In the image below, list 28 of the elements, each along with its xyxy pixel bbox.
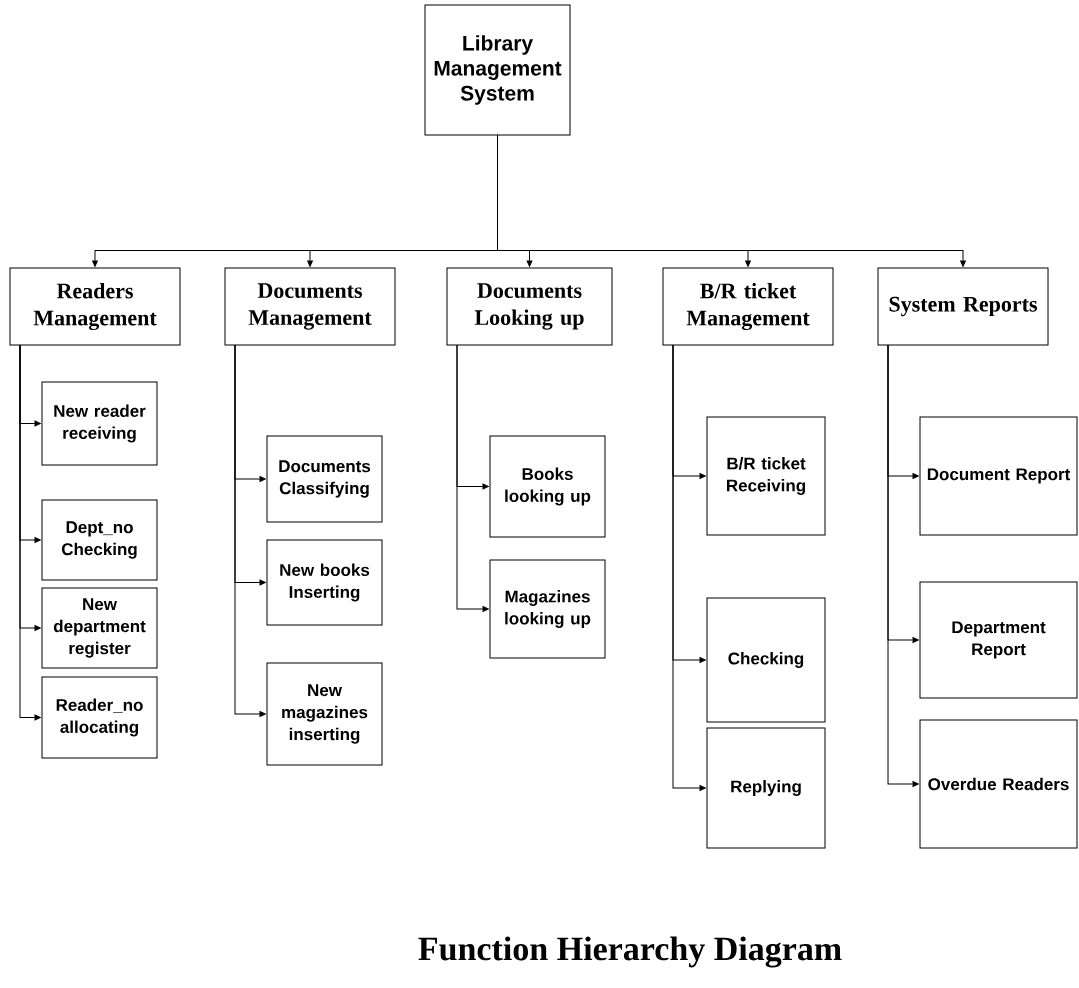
- function-box: Replying: [706, 727, 826, 849]
- function-box: New department register: [41, 587, 158, 669]
- module-box: Documents Looking up: [446, 267, 613, 346]
- function-box: Dept_no Checking: [41, 499, 158, 581]
- function-box: Overdue Readers: [919, 719, 1078, 849]
- arrow: [234, 344, 266, 717]
- function-box: Magazines looking up: [489, 559, 606, 659]
- function-box: Books looking up: [489, 435, 606, 538]
- module-box: B/R ticket Management: [662, 267, 834, 346]
- function-box: New reader receiving: [41, 381, 158, 466]
- root-box: Library Management System: [424, 4, 571, 136]
- arrow: [456, 344, 489, 612]
- module-box: Readers Management: [9, 267, 181, 346]
- function-box: New magazines inserting: [266, 662, 383, 766]
- arrow: [19, 344, 41, 721]
- arrow: [497, 135, 966, 267]
- module-box: System Reports: [877, 267, 1049, 346]
- function-box: Reader_no allocating: [41, 676, 158, 759]
- function-box: New books Inserting: [266, 539, 383, 626]
- function-box: Department Report: [919, 581, 1078, 699]
- function-box: Checking: [706, 597, 826, 723]
- function-box: Documents Classifying: [266, 435, 383, 523]
- arrow: [672, 344, 706, 791]
- module-box: Documents Management: [224, 267, 396, 346]
- arrow: [887, 344, 919, 787]
- function-box: Document Report: [919, 416, 1078, 536]
- function-box: B/R ticket Receiving: [706, 416, 826, 536]
- diagram-title: Function Hierarchy Diagram: [418, 936, 842, 968]
